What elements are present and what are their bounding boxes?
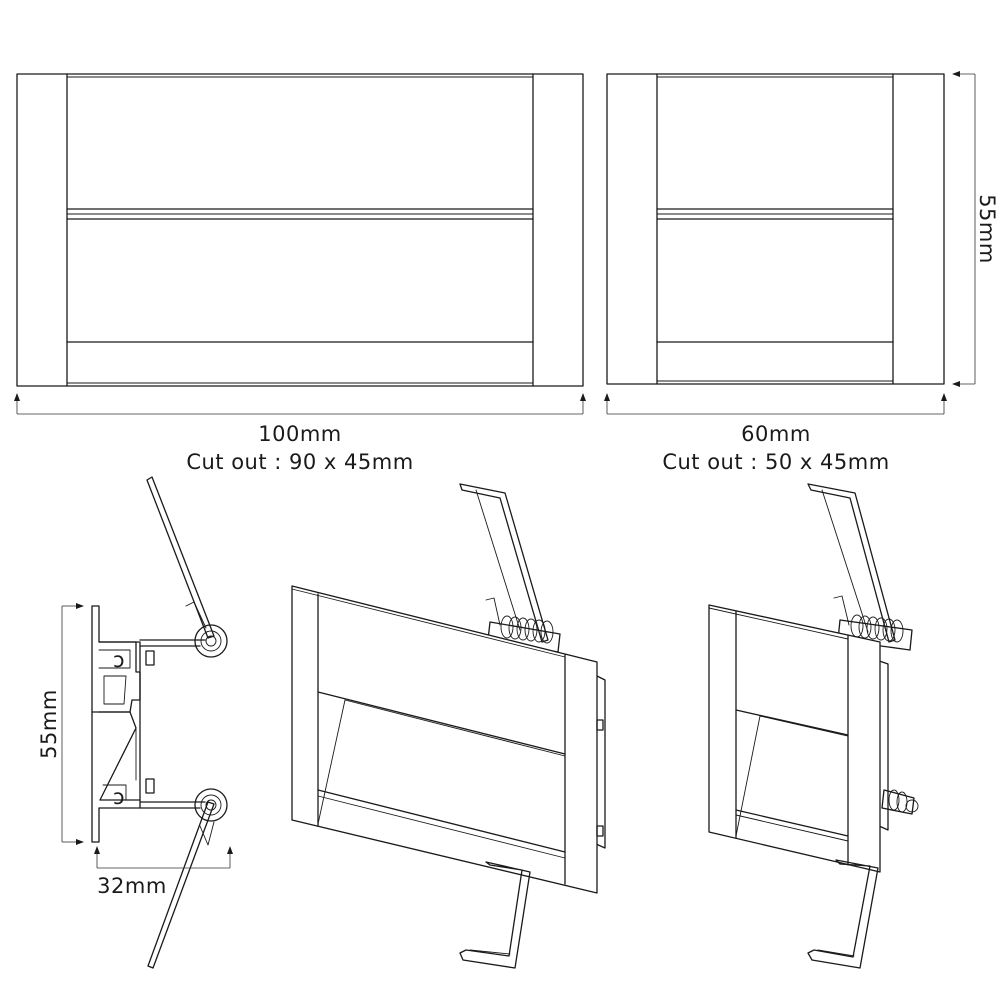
lower-spring-arm — [147, 788, 228, 969]
large-unit-isometric — [291, 483, 606, 969]
large-cutout-label: Cut out : 90 x 45mm — [186, 450, 413, 474]
small-width-label: 60mm — [741, 422, 811, 446]
lower-spring-coil-small — [881, 789, 919, 815]
side-profile-section: ɔ ɔ — [91, 476, 228, 969]
profile-height-label: 55mm — [37, 689, 61, 759]
profile-depth-label: 32mm — [97, 874, 167, 898]
large-unit-front-view — [16, 73, 584, 387]
large-width-dimension — [14, 393, 586, 415]
svg-text:ɔ: ɔ — [113, 785, 125, 809]
small-width-dimension — [604, 393, 947, 415]
small-unit-front-view — [606, 73, 945, 385]
small-height-label: 55mm — [975, 194, 999, 264]
small-height-dimension — [952, 71, 976, 387]
large-width-label: 100mm — [258, 422, 342, 446]
small-cutout-label: Cut out : 50 x 45mm — [662, 450, 889, 474]
small-unit-isometric — [708, 483, 919, 969]
svg-text:ɔ: ɔ — [113, 648, 125, 672]
upper-spring-arm — [146, 476, 228, 658]
profile-depth-dimension — [94, 846, 233, 869]
profile-height-dimension — [61, 603, 84, 845]
